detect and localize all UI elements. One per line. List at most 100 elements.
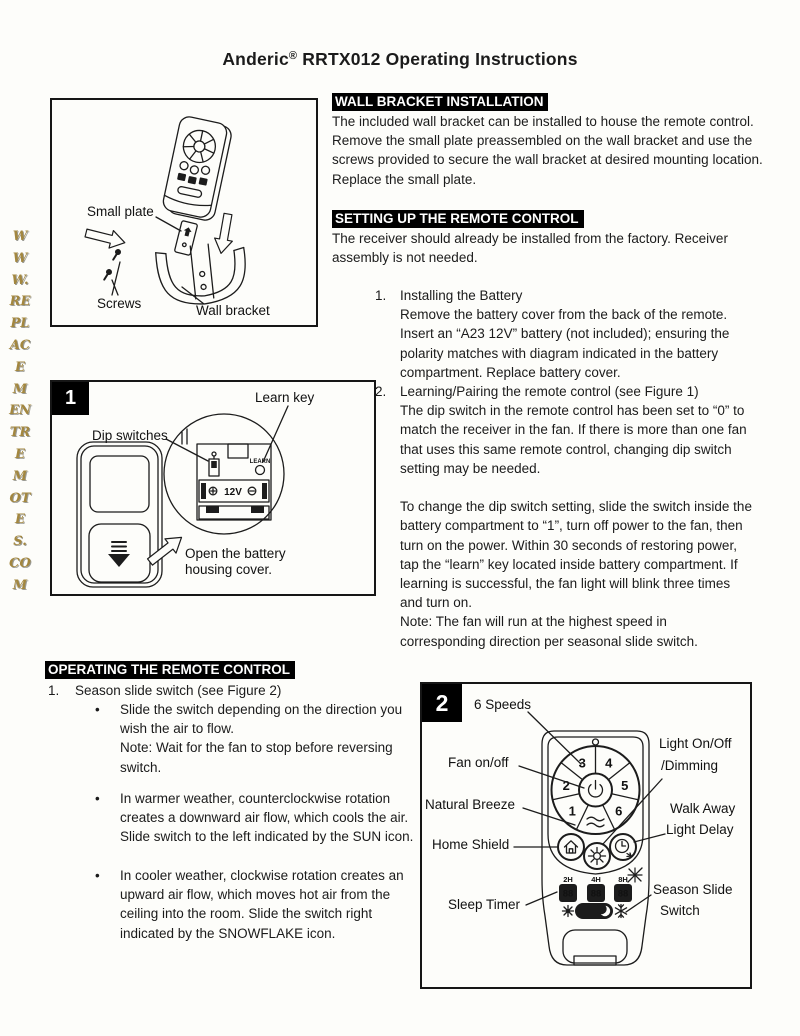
dip-switch-icon — [208, 451, 220, 477]
step1-body: Remove the battery cover from the back o… — [400, 307, 730, 380]
insert-arrow-right-icon — [214, 212, 233, 254]
step-number: 2. — [375, 384, 387, 400]
battery-voltage-label: 12V — [224, 487, 242, 498]
sleep-timer-buttons: 2H 4H 8H 88 88 88 — [559, 875, 632, 902]
figure-wall-bracket: Small plate Screws Wall bracket — [50, 98, 318, 327]
title-brand: Anderic — [222, 49, 289, 69]
step2-title: Learning/Pairing the remote control (see… — [400, 384, 699, 400]
bullet-marker: • — [95, 702, 100, 717]
breeze-leader — [522, 807, 576, 826]
six-speeds-leader — [527, 711, 582, 765]
registered-mark: ® — [288, 50, 298, 62]
figure-1: LEARN 12V — [50, 380, 376, 596]
fan-leader — [518, 765, 585, 789]
learn-key-label: Learn key — [255, 390, 315, 405]
power-icon — [587, 779, 604, 798]
home-shield-label: Home Shield — [432, 837, 510, 852]
title-rest: RRTX012 Operating Instructions — [297, 49, 578, 69]
bullet-text: In warmer weather, counterclockwise rota… — [120, 791, 414, 845]
timer-4h-digits: 88 — [591, 889, 602, 900]
speed-pad: 3 4 2 5 1 6 — [550, 745, 641, 835]
battery-icon: 12V — [198, 479, 270, 520]
figure-2: 3 4 2 5 1 6 — [420, 682, 752, 989]
bullet-text: Slide the switch depending on the direct… — [120, 702, 403, 775]
switch-label: Switch — [660, 903, 700, 918]
bullet-marker: • — [95, 791, 100, 806]
bullet-text: In cooler weather, clockwise rotation cr… — [120, 868, 404, 941]
timer-8h-digits: 88 — [618, 889, 629, 900]
setup-heading: SETTING UP THE REMOTE CONTROL — [332, 210, 584, 228]
bullet-marker: • — [95, 868, 100, 883]
sparkle-icon — [627, 867, 643, 883]
screws-label: Screws — [97, 296, 142, 311]
light-leader — [602, 778, 663, 845]
step2-body: The dip switch in the remote control has… — [400, 403, 747, 476]
open-battery-label: Open the battery housing cover. — [185, 546, 286, 577]
learn-key-leader — [262, 405, 289, 463]
dimming-label: /Dimming — [661, 758, 719, 773]
wall-bracket-heading: WALL BRACKET INSTALLATION — [332, 93, 549, 111]
dip-switches-label: Dip switches — [92, 428, 168, 443]
figure2-number: 2 — [422, 684, 462, 722]
step2-note: Note: The fan will run at the highest sp… — [400, 614, 698, 649]
moon-icon — [596, 903, 611, 917]
screws-drawing — [103, 249, 121, 296]
season-slide-label: Season Slide — [653, 882, 733, 897]
timer-2h-label: 2H — [563, 875, 573, 884]
snowflake-icon — [614, 903, 628, 919]
open-cover-arrow-icon — [146, 536, 183, 566]
speed-5: 5 — [621, 778, 628, 793]
speed-3: 3 — [579, 756, 586, 771]
light-button — [583, 842, 611, 870]
small-plate-drawing — [174, 220, 198, 256]
learn-button: LEARN — [250, 459, 271, 476]
step2-body2: To change the dip switch setting, slide … — [400, 499, 752, 611]
step-learning-pairing: 2. Learning/Pairing the remote control (… — [375, 382, 790, 651]
remote-back-drawing — [76, 441, 163, 588]
figure2-diagram: 3 4 2 5 1 6 — [513, 711, 666, 966]
wall-bracket-leader — [181, 286, 205, 305]
insert-arrow-left-icon — [84, 228, 126, 249]
watermark-text: WWW.REPLACEMENTREMOTES.COM — [9, 229, 31, 593]
dip-switch-leader — [165, 438, 209, 462]
speed-6: 6 — [615, 803, 622, 818]
timer-8h-label: 8H — [618, 875, 628, 884]
wall-bracket-label: Wall bracket — [196, 303, 270, 318]
remote-drawing — [162, 116, 232, 221]
fan-power-button — [578, 772, 613, 808]
home-shield-button — [557, 833, 585, 861]
small-plate-leader — [155, 216, 182, 232]
bullet-warmer-weather: • In warmer weather, counterclockwise ro… — [95, 789, 416, 847]
figure1-diagram: LEARN 12V — [76, 405, 289, 588]
walk-away-leader — [633, 833, 666, 843]
small-plate-label: Small plate — [87, 204, 154, 219]
sun-icon — [561, 904, 575, 918]
natural-breeze-label: Natural Breeze — [425, 797, 516, 812]
light-delay-label: Light Delay — [666, 822, 734, 837]
fan-onoff-label: Fan on/off — [448, 755, 509, 770]
six-speeds-label: 6 Speeds — [474, 697, 532, 712]
wall-bracket-body: The included wall bracket can be install… — [332, 114, 763, 187]
bullet-slide-direction: • Slide the switch depending on the dire… — [95, 700, 416, 777]
sleep-timer-label: Sleep Timer — [448, 897, 521, 912]
learn-button-label: LEARN — [250, 459, 271, 465]
led-dot — [591, 738, 600, 746]
battery-compartment-zoom: LEARN 12V — [163, 413, 285, 535]
sleep-leader — [525, 891, 558, 906]
setup-intro: The receiver should already be installed… — [332, 231, 728, 266]
page-title: Anderic® RRTX012 Operating Instructions — [0, 49, 800, 70]
speed-2: 2 — [563, 778, 570, 793]
walk-away-label: Walk Away — [670, 801, 736, 816]
bullet-cooler-weather: • In cooler weather, clockwise rotation … — [95, 866, 416, 943]
step-installing-battery: 1. Installing the Battery Remove the bat… — [375, 286, 790, 382]
natural-breeze-icon — [586, 816, 605, 828]
speed-1: 1 — [569, 803, 576, 818]
operating-item-text: Season slide switch (see Figure 2) — [75, 683, 282, 698]
step1-title: Installing the Battery — [400, 288, 523, 303]
season-slide-switch — [561, 903, 628, 919]
figure1-number: 1 — [52, 382, 89, 415]
wall-bracket-diagram — [84, 116, 246, 305]
light-onoff-label: Light On/Off — [659, 736, 732, 751]
step-number: 1. — [375, 288, 387, 303]
operating-item-number: 1. — [48, 683, 60, 698]
